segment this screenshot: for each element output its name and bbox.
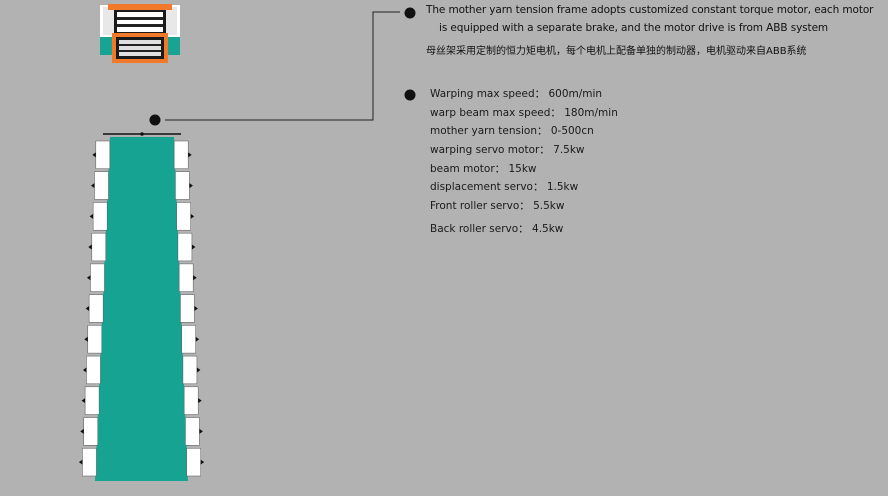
- bobbin-holder-right: [182, 355, 198, 385]
- yarn-guide-left: [78, 459, 83, 465]
- bobbin-holder-right: [186, 448, 201, 477]
- yarn-guide-left: [85, 306, 90, 311]
- yarn-guide-right: [199, 428, 203, 434]
- bobbin-rows: [78, 140, 205, 477]
- spec-item-front-roller-servo: Front roller servo： 5.5kw: [430, 200, 565, 212]
- spec-item-mother-yarn-tension: mother yarn tension： 0-500cn: [430, 125, 594, 137]
- spec-item-beam-motor: beam motor： 15kw: [430, 163, 537, 175]
- yarn-guide-left: [84, 336, 88, 342]
- bobbin-holder-left: [86, 355, 101, 385]
- yarn-guide-right: [191, 244, 196, 250]
- yarn-guide-left: [81, 398, 86, 404]
- yarn-guide-right: [195, 336, 200, 342]
- yarn-guide-right: [189, 183, 193, 189]
- yarn-guide-left: [88, 244, 92, 250]
- bobbin-holder-left: [88, 294, 104, 323]
- bobbin-holder-left: [95, 140, 111, 169]
- bobbin-holder-right: [183, 386, 199, 415]
- callout-leader-line: [165, 11, 400, 121]
- yarn-guide-right: [188, 152, 192, 158]
- yarn-guide-right: [193, 275, 197, 281]
- motor-frame-icon: [100, 4, 180, 63]
- yarn-guide-right: [198, 398, 202, 404]
- bobbin-holder-left: [92, 202, 108, 231]
- bobbin-holder-right: [185, 417, 200, 446]
- description-bullet-icon: [404, 7, 416, 19]
- yarn-guide-right: [194, 306, 198, 311]
- creel-top-pin: [140, 132, 144, 136]
- spec-item-warp-beam-max-speed: warp beam max speed： 180m/min: [430, 107, 618, 119]
- bobbin-holder-right: [175, 171, 190, 200]
- bobbin-holder-right: [180, 294, 195, 323]
- bobbin-holder-left: [83, 417, 99, 446]
- bobbin-holder-left: [87, 325, 103, 354]
- yarn-guide-left: [92, 152, 96, 158]
- yarn-guide-right: [196, 367, 201, 373]
- spec-item-warping-servo-motor: warping servo motor： 7.5kw: [430, 144, 585, 156]
- spec-item-displacement-servo: displacement servo： 1.5kw: [430, 181, 579, 193]
- bobbin-holder-right: [173, 140, 189, 169]
- bobbin-holder-right: [178, 263, 194, 292]
- bobbin-holder-left: [91, 232, 107, 262]
- description-line-3: 母丝架采用定制的恒力矩电机，每个电机上配备单独的制动器，电机驱动来自ABB系统: [426, 46, 807, 57]
- spec-item-back-roller-servo: Back roller servo： 4.5kw: [430, 223, 564, 235]
- yarn-guide-right: [190, 213, 195, 219]
- specs-bullet-icon: [404, 89, 416, 101]
- bobbin-holder-right: [177, 232, 193, 262]
- description-line-1: The mother yarn tension frame adopts cus…: [426, 4, 874, 16]
- yarn-guide-left: [86, 275, 91, 281]
- yarn-guide-right: [200, 459, 205, 465]
- yarn-guide-left: [90, 183, 95, 189]
- bobbin-holder-right: [181, 325, 196, 354]
- creel-marker-dot: [149, 114, 161, 126]
- bobbin-holder-right: [176, 202, 191, 231]
- bobbin-holder-left: [90, 263, 105, 292]
- bobbin-holder-left: [94, 171, 109, 200]
- spec-item-warping-max-speed: Warping max speed： 600m/min: [430, 88, 603, 100]
- bobbin-holder-left: [82, 448, 97, 477]
- yarn-guide-left: [80, 428, 84, 434]
- yarn-guide-left: [82, 367, 87, 373]
- yarn-guide-left: [89, 213, 94, 219]
- description-line-2: is equipped with a separate brake, and t…: [439, 22, 829, 34]
- creel-body: [95, 137, 188, 481]
- bobbin-holder-left: [84, 386, 100, 415]
